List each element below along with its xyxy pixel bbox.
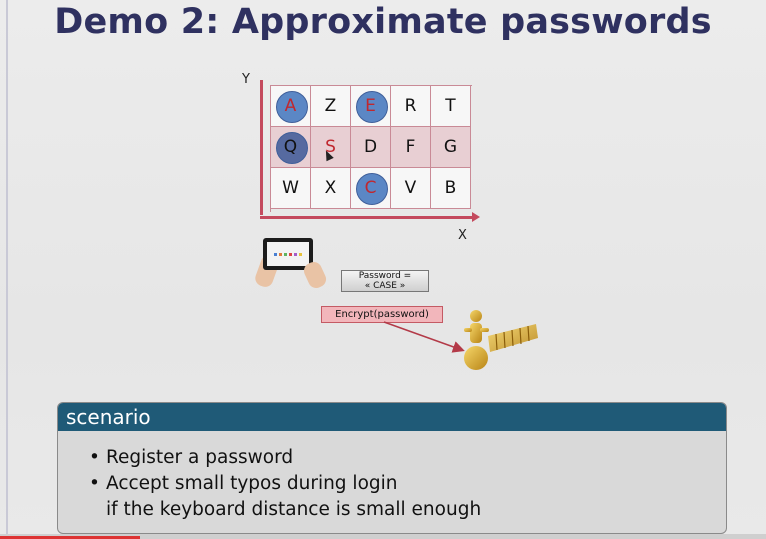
tablet-icon xyxy=(263,238,313,270)
keyboard-grid: A Z E R T Q S D F G W X C V B xyxy=(270,85,472,212)
key-letter: R xyxy=(404,96,417,116)
key-letter: W xyxy=(282,178,299,198)
keyboard-diagram: Y X A Z E R T Q S D F G W X C V B xyxy=(240,72,490,252)
video-progress-fill xyxy=(0,536,140,539)
scenario-heading: scenario xyxy=(58,403,726,431)
key-letter: X xyxy=(324,178,337,198)
tablet-screen xyxy=(267,242,309,266)
key-letter: A xyxy=(284,96,297,116)
key-w: W xyxy=(271,168,311,209)
scenario-item-text: if the keyboard distance is small enough xyxy=(106,499,482,520)
key-letter: T xyxy=(445,96,456,116)
key-letter: C xyxy=(364,178,377,198)
password-box-line1: Password = xyxy=(358,271,412,281)
key-s: S xyxy=(311,127,351,168)
axis-y-line xyxy=(260,80,263,215)
key-highlight-circle xyxy=(276,132,308,164)
scenario-item: Register a password xyxy=(89,445,726,471)
key-letter: S xyxy=(325,137,336,157)
key-letter: E xyxy=(365,96,376,116)
slide-title: Demo 2: Approximate passwords xyxy=(54,2,712,42)
key-t: T xyxy=(431,86,471,127)
key-e: E xyxy=(351,86,391,127)
key-g: G xyxy=(431,127,471,168)
key-x: X xyxy=(311,168,351,209)
encrypt-box: Encrypt(password) xyxy=(321,306,443,323)
password-box: Password = « CASE » xyxy=(341,270,429,292)
video-progress-bar[interactable] xyxy=(0,534,766,539)
key-z: Z xyxy=(311,86,351,127)
key-letter: F xyxy=(405,137,416,157)
key-r: R xyxy=(391,86,431,127)
key-v: V xyxy=(391,168,431,209)
key-letter: G xyxy=(443,137,458,157)
key-c: C xyxy=(351,168,391,209)
key-q: Q xyxy=(271,127,311,168)
key-highlight-circle xyxy=(356,173,388,205)
key-letter: Q xyxy=(283,137,298,157)
key-letter: D xyxy=(363,137,378,157)
password-box-line2: « CASE » xyxy=(364,281,406,291)
scenario-panel: scenario Register a passwordAccept small… xyxy=(57,402,727,534)
key-d: D xyxy=(351,127,391,168)
key-highlight-circle xyxy=(276,91,308,123)
axis-x-line xyxy=(260,216,475,219)
key-letter: Z xyxy=(324,96,337,116)
gold-figure-at-gate-icon xyxy=(464,310,538,370)
scenario-list: Register a passwordAccept small typos du… xyxy=(58,445,726,523)
scenario-item-text: Register a password xyxy=(106,447,294,468)
key-letter: B xyxy=(444,178,457,198)
key-highlight-circle xyxy=(356,91,388,123)
axis-x-arrow-icon xyxy=(472,212,480,222)
key-letter: V xyxy=(404,178,417,198)
axis-y-label: Y xyxy=(242,72,250,87)
key-a: A xyxy=(271,86,311,127)
scenario-item: Accept small typos during login if the ke… xyxy=(89,471,726,523)
key-b: B xyxy=(431,168,471,209)
scenario-item-text: Accept small typos during login xyxy=(106,473,398,494)
slide-left-rule xyxy=(6,0,8,539)
key-f: F xyxy=(391,127,431,168)
axis-x-label: X xyxy=(458,228,467,243)
